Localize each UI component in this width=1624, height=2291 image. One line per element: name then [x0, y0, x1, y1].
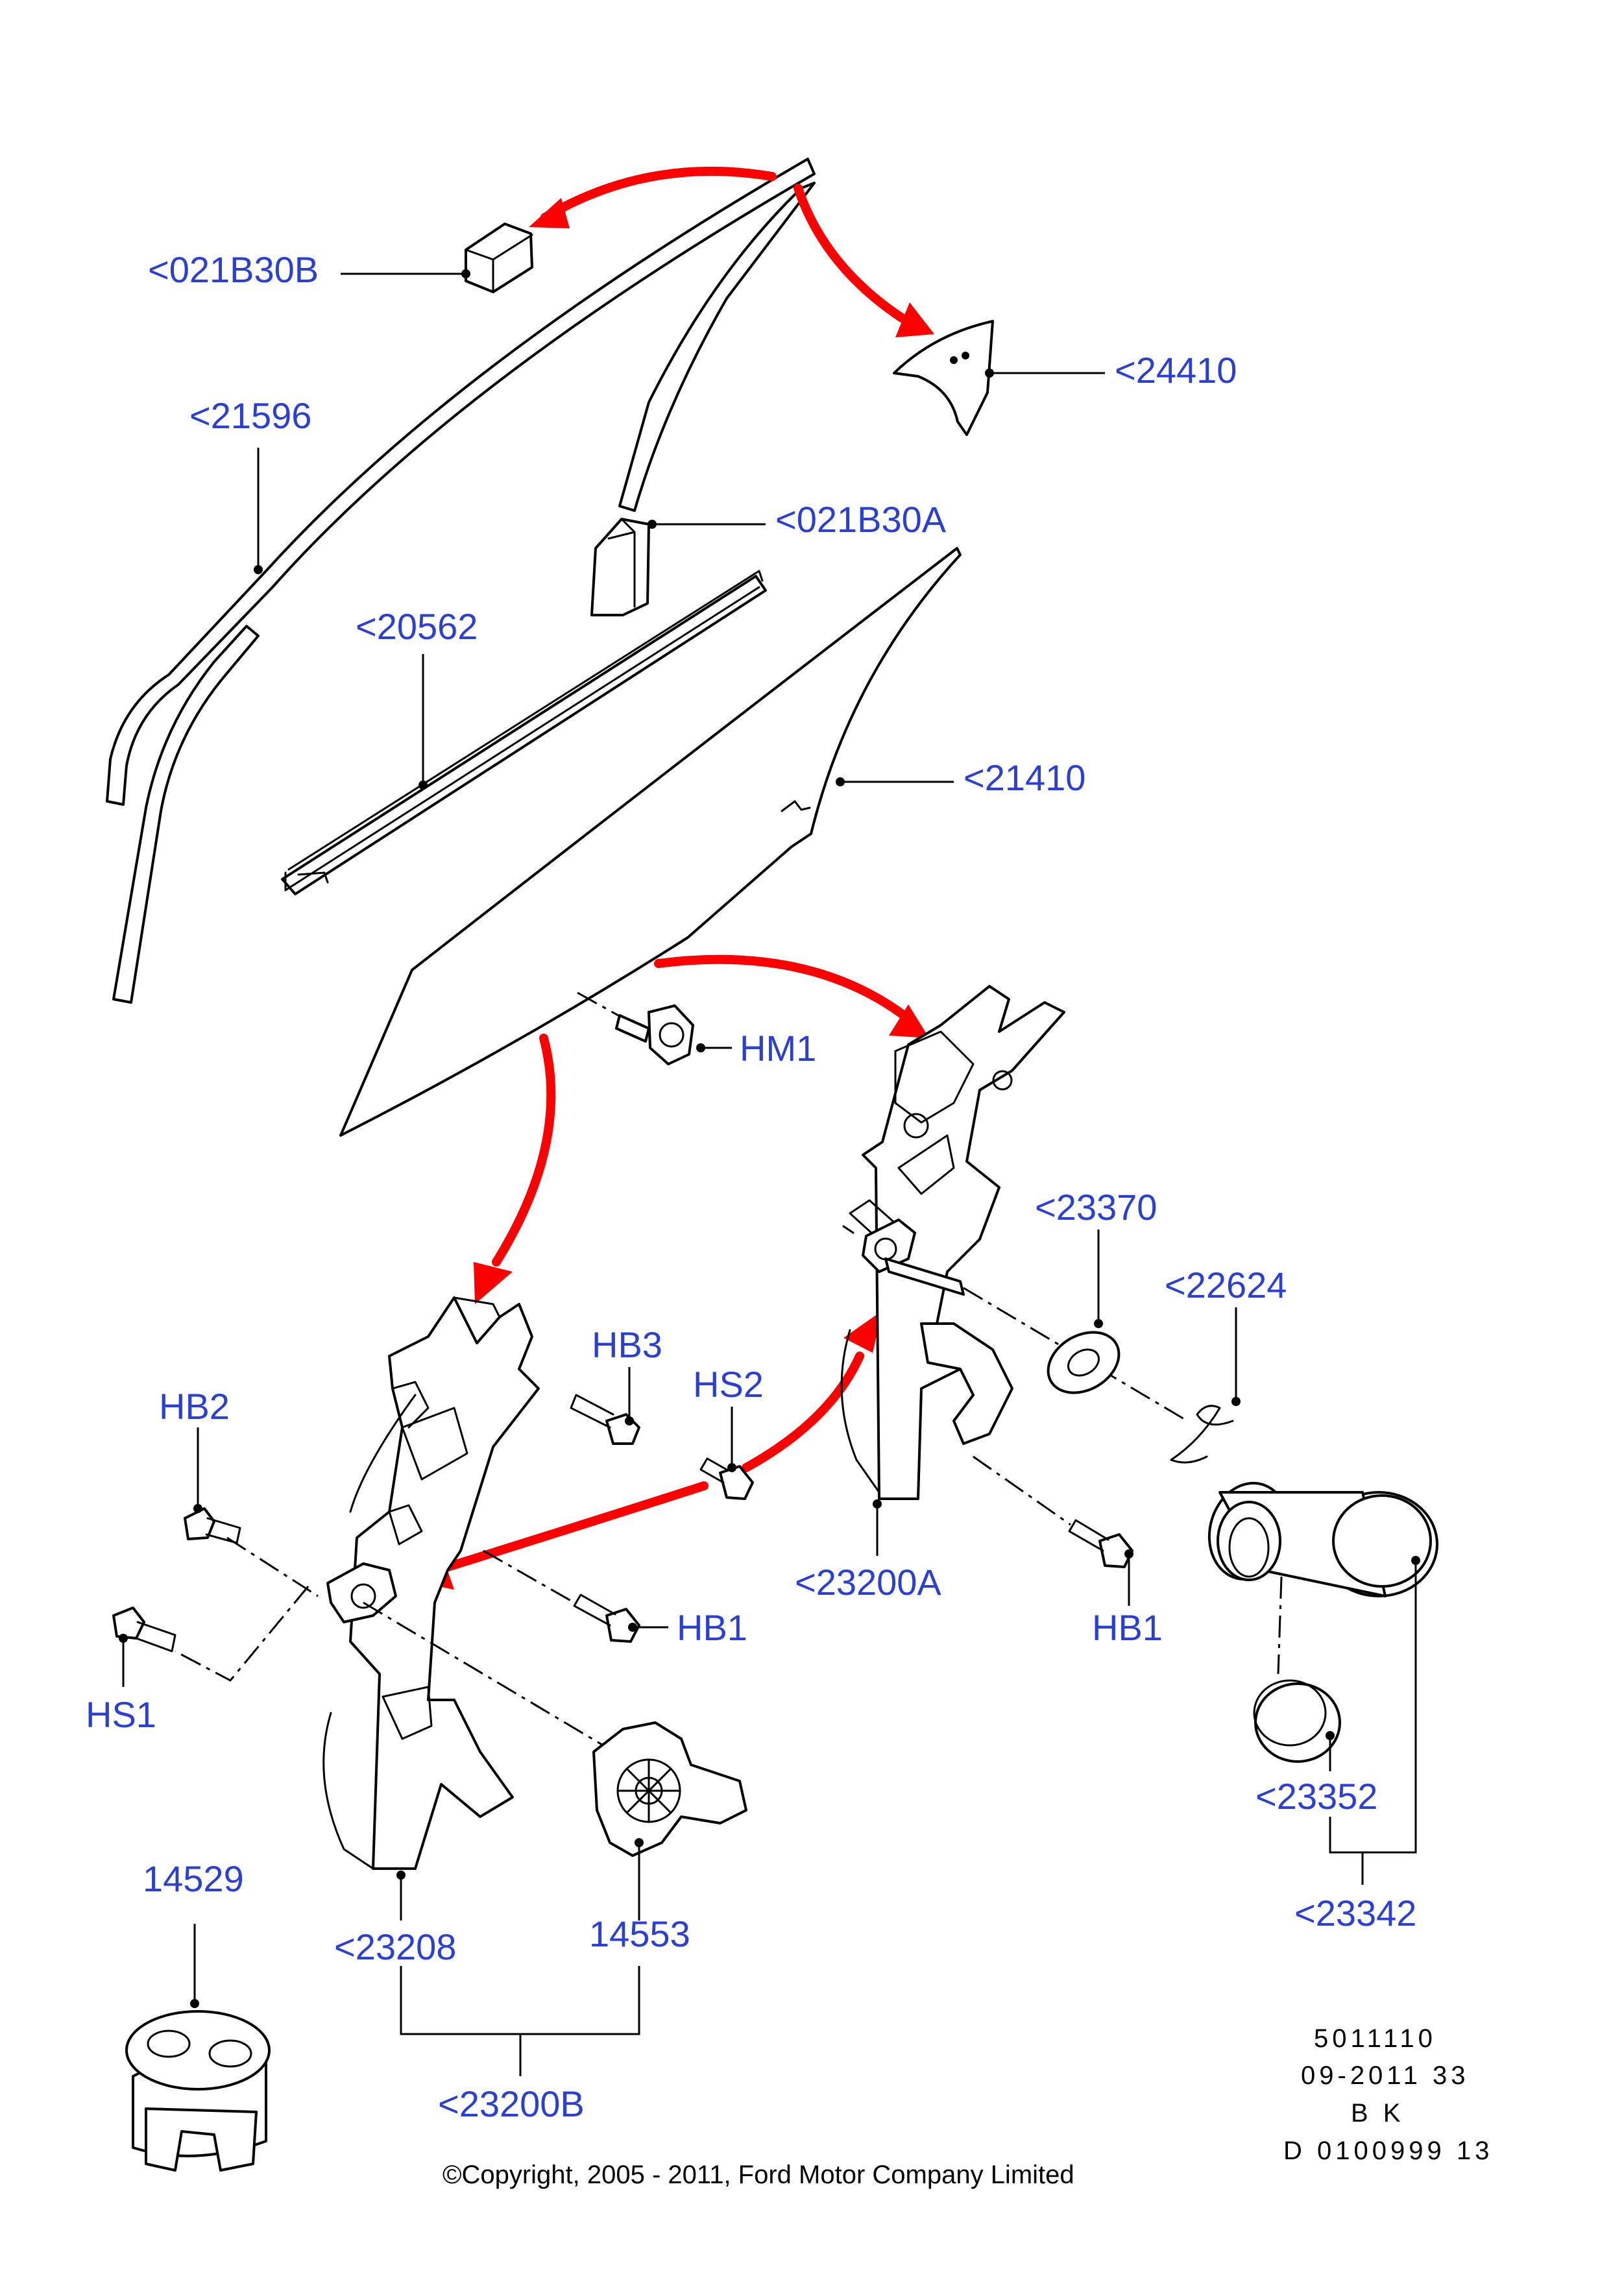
- meta-line-1: 5011110: [1314, 2024, 1436, 2053]
- callout-20562: <20562: [356, 606, 478, 647]
- callout-HS1: HS1: [86, 1694, 156, 1735]
- callout-23342: <23342: [1294, 1893, 1416, 1933]
- bolt-HS1: [112, 1606, 176, 1653]
- callout-23200B: <23200B: [438, 2083, 585, 2124]
- seal-021B30A: [590, 518, 650, 616]
- meta-line-2: 09-2011 33: [1301, 2061, 1469, 2090]
- callout-23370: <23370: [1035, 1187, 1157, 1228]
- callout-labels: <021B30B <24410 <21596 <021B30A <20562 <…: [86, 249, 1416, 2124]
- bolt-HS2: [699, 1457, 754, 1500]
- copyright-notice: ©Copyright, 2005 - 2011, Ford Motor Comp…: [442, 2161, 1074, 2189]
- callout-24410: <24410: [1115, 350, 1237, 391]
- callout-021B30B: <021B30B: [148, 249, 319, 290]
- corner-block-021B30B: [465, 223, 533, 293]
- door-glass-21410: [339, 547, 962, 1137]
- meta-line-4: D 0100999 13: [1283, 2137, 1493, 2165]
- callout-HB1-left: HB1: [677, 1607, 747, 1648]
- callout-HB3: HB3: [592, 1324, 662, 1365]
- callout-23352: <23352: [1255, 1776, 1377, 1817]
- callout-HS2: HS2: [693, 1364, 764, 1405]
- callout-021B30A: <021B30A: [775, 499, 947, 540]
- stud-HM1: [577, 991, 694, 1065]
- switch-14529: [125, 2010, 271, 2172]
- drawing-metadata: 5011110 09-2011 33 B K D 0100999 13: [1283, 2024, 1493, 2165]
- callout-21410: <21410: [963, 757, 1085, 798]
- belt-weatherstrip-20562: [281, 570, 767, 895]
- clip-22624: [1170, 1405, 1234, 1464]
- callout-14529: 14529: [143, 1858, 244, 1899]
- callout-HB1-right: HB1: [1092, 1607, 1163, 1648]
- window-regulator-23200A: [840, 985, 1188, 1500]
- cap-23352: [1253, 1679, 1341, 1763]
- callout-HB2: HB2: [159, 1386, 230, 1427]
- callout-21596: <21596: [189, 395, 311, 436]
- bushing-23370: [1047, 1331, 1121, 1394]
- handle-23342: [1207, 1481, 1438, 1675]
- door-glass-run-21596: [106, 158, 816, 1004]
- callout-22624: <22624: [1165, 1265, 1287, 1305]
- bolt-HB1-right: [973, 1455, 1133, 1568]
- callout-14553: 14553: [589, 1913, 690, 1954]
- callout-23208: <23208: [334, 1926, 456, 1967]
- meta-line-3: B K: [1351, 2099, 1404, 2127]
- callout-23200A: <23200A: [795, 1562, 941, 1603]
- motor-14553: [592, 1721, 747, 1857]
- corner-piece-24410: [893, 320, 994, 436]
- bolt-HB2: [184, 1507, 241, 1544]
- leader-lines: [119, 269, 1420, 2076]
- window-regulator-23200B: [175, 1296, 636, 1870]
- bolt-HB1-left: [483, 1549, 640, 1643]
- callout-HM1: HM1: [740, 1028, 816, 1069]
